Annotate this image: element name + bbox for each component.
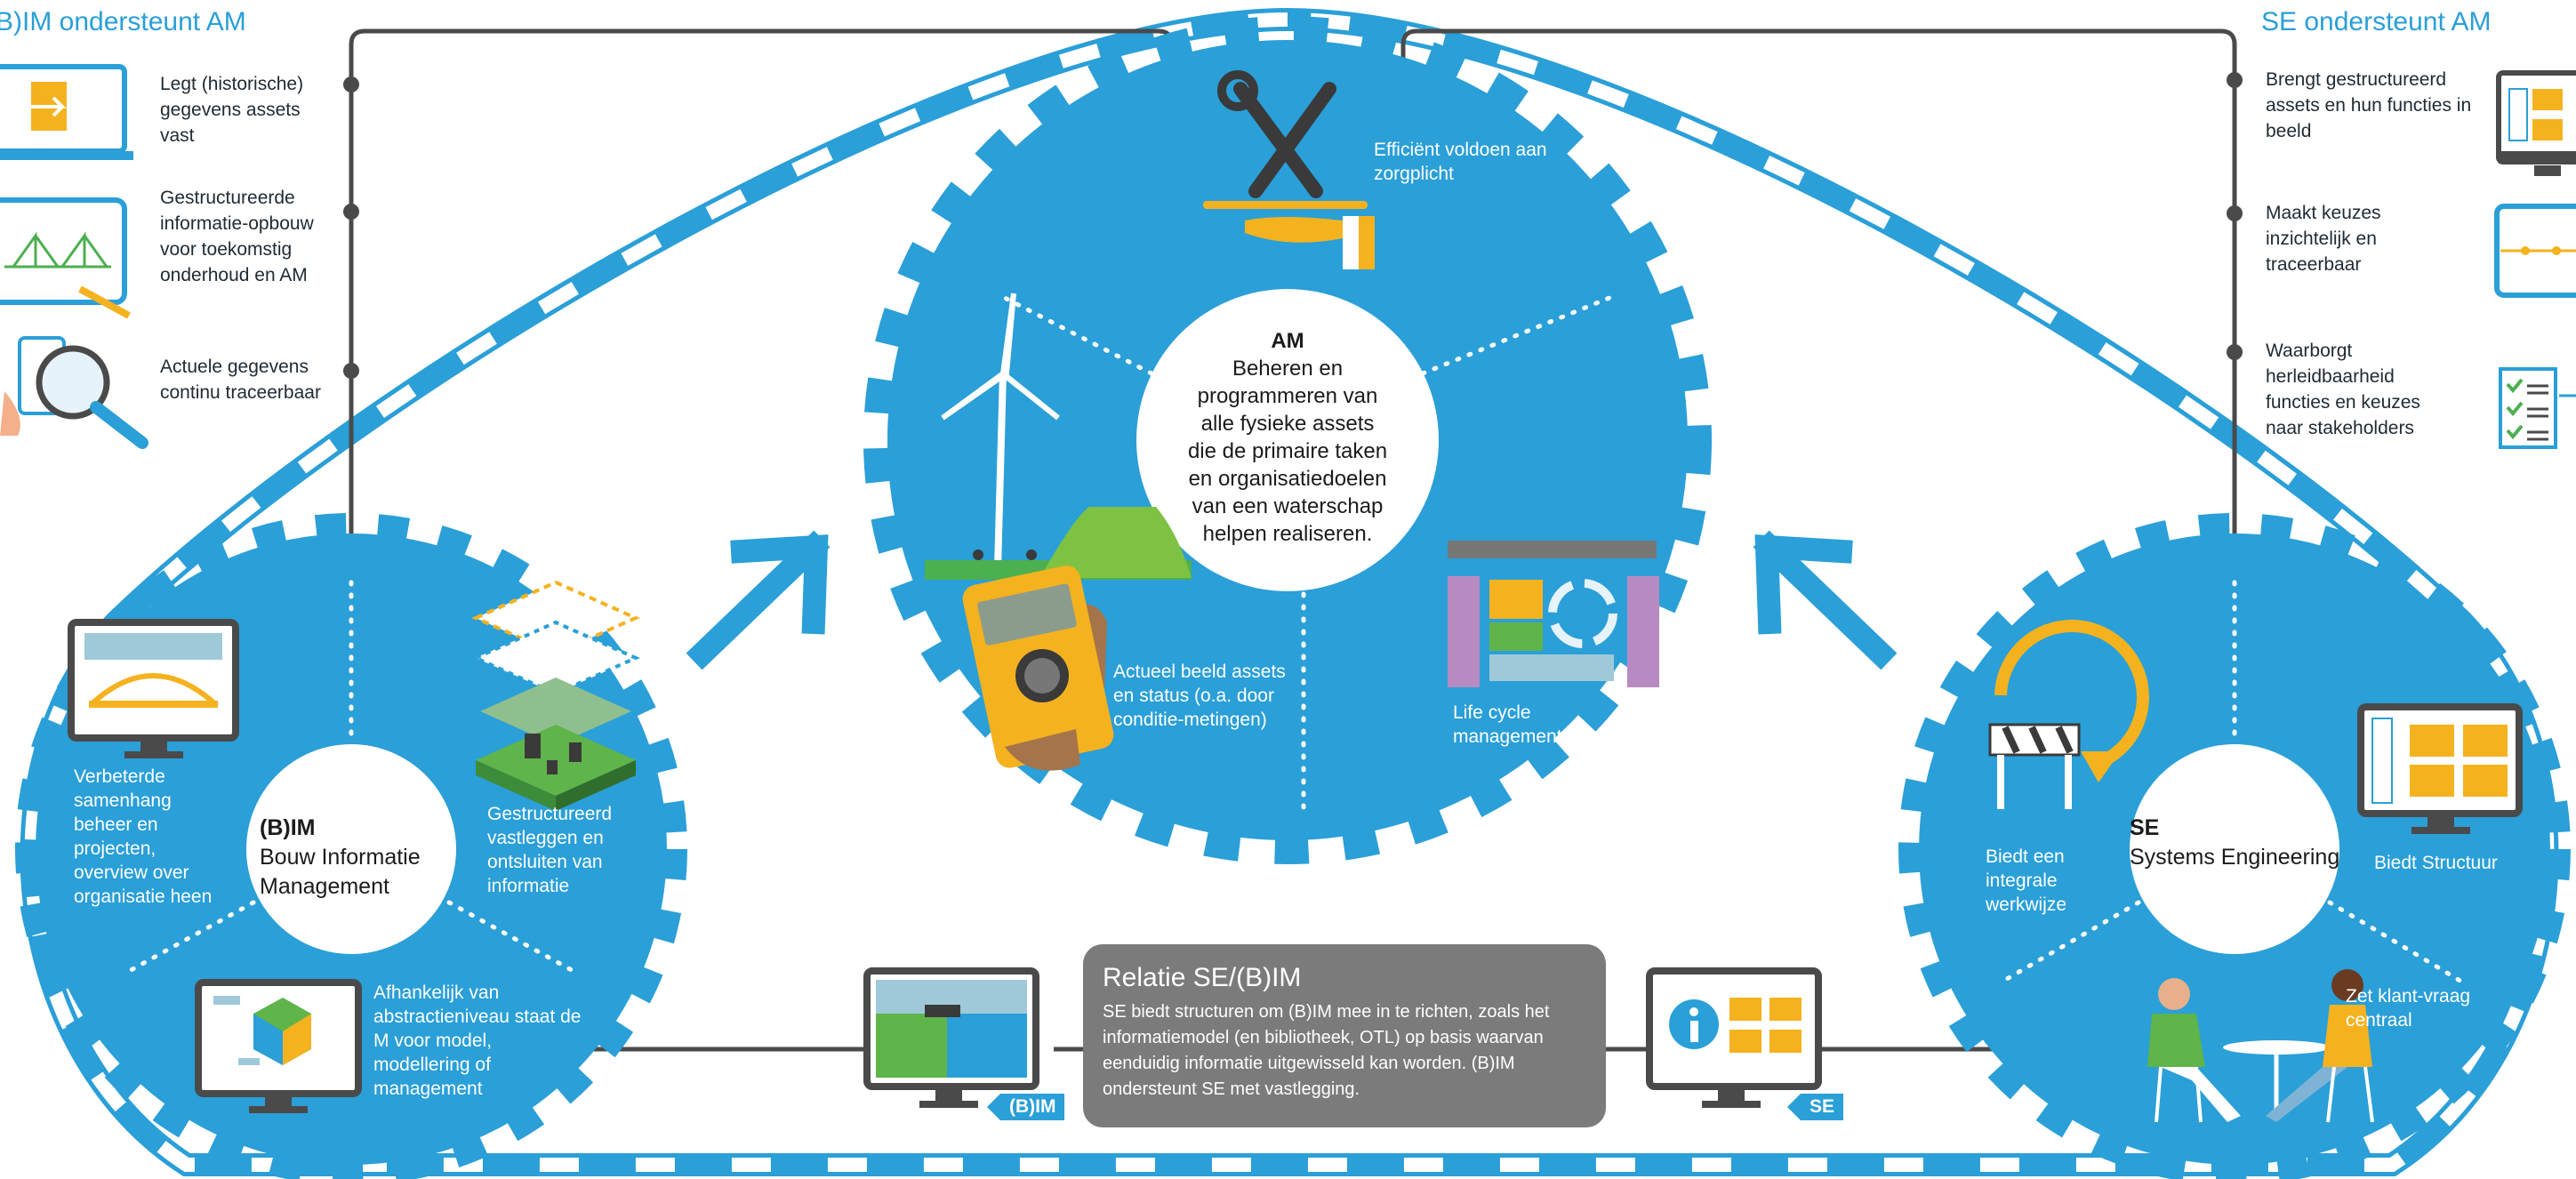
left-item-1: Legt (historische) gegevens assets vast [160,74,304,146]
monitor-grid-icon [2496,70,2576,176]
outer-teardrop [20,7,2559,1176]
arrow-left-icon [1753,530,1898,670]
header-se-supports-am: SE ondersteunt AM [2261,7,2492,36]
checklist-icon [2499,367,2576,449]
am-description: Beheren en programmeren van alle fysieke… [1187,357,1388,546]
am-item-zorgplicht: Efficiënt voldoen aan zorgplicht [1374,140,1547,184]
bim-item-gestructureerd: Gestructureerd vastleggen en ontsluiten … [487,804,613,896]
left-item-2: Gestructureerde informatie-opbouw voor t… [160,188,314,285]
se-title: SE [2130,815,2160,840]
bim-item-samenhang: Verbeterde samenhang beheer en projecten… [74,766,213,907]
bim-item-abstractieniveau: Afhankelijk van abstractieniveau staat d… [373,982,582,1099]
relation-title: Relatie SE/(B)IM [1103,963,1302,992]
data-layers-icon [471,580,640,811]
am-title: AM [1271,329,1304,353]
am-item-life-cycle: Life cycle management [1453,702,1562,747]
se-gear [1898,513,2571,1179]
arrow-right-icon [686,530,831,670]
relation-box: Relatie SE/(B)IM SE biedt structuren om … [1083,944,1606,1127]
connector-dots [343,72,2243,379]
se-hub-text: SE Systems Engineering [2130,814,2343,872]
se-item-integrale-werkwijze: Biedt een integrale werkwijze [1986,846,2067,915]
bim-hub-text: (B)IM Bouw Informatie Management [260,814,446,902]
multimeter-icon [962,565,1114,771]
bim-subtitle: Bouw Informatie Management [260,845,421,899]
bim-title: (B)IM [260,815,316,840]
monitor-canal-icon [863,967,1039,1108]
bim-tag: (B)IM [986,1094,1065,1120]
am-item-actueel-beeld: Actueel beeld assets en status (o.a. doo… [1113,662,1286,730]
monitor-info-icon [1646,967,1822,1108]
se-item-klantvraag: Zet klant-vraag centraal [2346,986,2471,1031]
right-item-2: Maakt keuzes inzichtelijk en traceerbaar [2266,203,2381,275]
barrier-cycle-icon [1988,620,2149,809]
se-item-structuur: Biedt Structuur [2374,853,2498,873]
monitor-bridge-icon [68,619,239,758]
monitor-structure-icon [2357,703,2523,834]
laptop-document-icon [0,64,133,160]
relation-text: SE biedt structuren om (B)IM mee in te r… [1103,1002,1550,1099]
am-hub-text: AM Beheren en programmeren van alle fysi… [1187,327,1388,548]
meeting-people-icon [2147,969,2374,1123]
right-item-1: Brengt gestructureerd assets en hun func… [2266,69,2472,141]
lifecycle-puzzle-icon [1448,541,1659,687]
se-tag: SE [1786,1094,1844,1120]
right-item-3: Waarborgt herleidbaarheid functies en ke… [2266,341,2420,438]
monitor-3d-model-icon [195,979,362,1113]
se-subtitle: Systems Engineering [2130,845,2340,870]
magnifier-phone-icon [0,336,148,449]
left-item-3: Actuele gegevens continu traceerbaar [160,357,321,403]
header-bim-supports-am: (B)IM ondersteunt AM [0,7,246,36]
tablet-bridge-icon [0,197,131,319]
monitor-timeline-icon [2494,204,2576,298]
tools-hand-icon [1203,70,1375,269]
